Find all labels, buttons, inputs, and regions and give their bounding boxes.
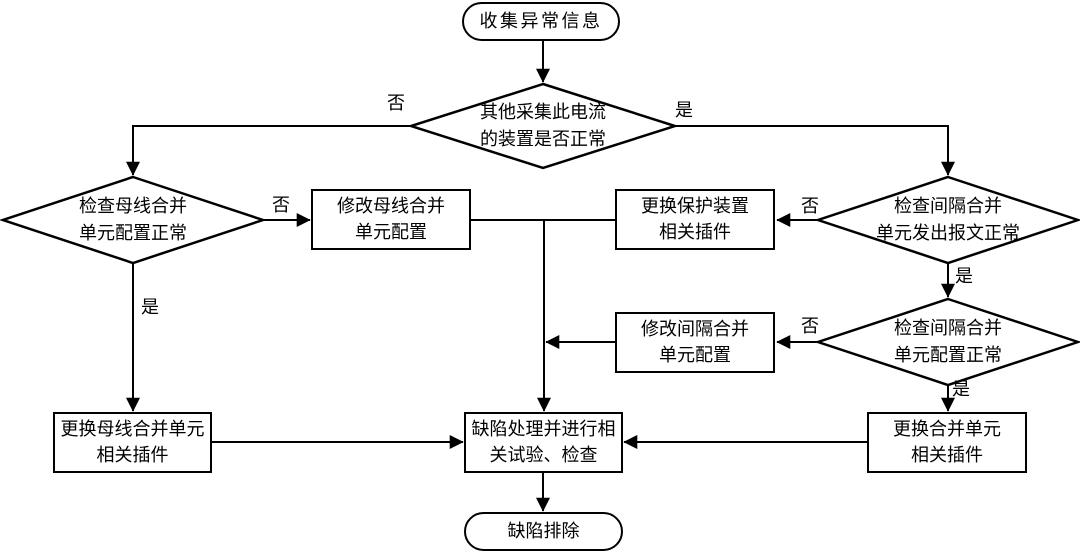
end-terminator: 缺陷排除 [464, 512, 623, 551]
edge-label-yes-3: 是 [955, 266, 973, 287]
edge-label-yes-1: 是 [675, 100, 693, 121]
process-modify-bus-mu-config: 修改母线合并 单元配置 [311, 189, 471, 250]
edge-label-no-1: 否 [387, 93, 405, 114]
decision-other-devices-shape [406, 82, 680, 170]
edge-label-yes-2: 是 [141, 297, 159, 318]
decision-bay-mu-message-label: 检查间隔合并 单元发出报文正常 [876, 196, 1020, 244]
decision-bay-mu-config-label: 检查间隔合并 单元配置正常 [894, 318, 1002, 366]
process-modify-bay-mu-config: 修改间隔合并 单元配置 [615, 312, 775, 373]
edge-label-yes-4: 是 [952, 379, 970, 400]
process-replace-bus-mu-plugin: 更换母线合并单元 相关插件 [53, 412, 212, 473]
edge-d1-yes-to-d3 [675, 125, 955, 176]
process-replace-mu-plugin: 更换合并单元 相关插件 [867, 412, 1027, 473]
edge-label-no-4: 否 [801, 316, 819, 337]
decision-bus-mu-config-label: 检查母线合并 单元配置正常 [79, 196, 187, 244]
edge-label-no-2: 否 [272, 195, 290, 216]
process-replace-protection-plugin: 更换保护装置 相关插件 [615, 189, 775, 250]
edge-d1-no-to-d2 [126, 125, 411, 176]
start-terminator: 收集异常信息 [462, 2, 620, 41]
process-defect-handling: 缺陷处理并进行相 关试验、检查 [464, 412, 623, 473]
edge-label-no-3: 否 [801, 196, 819, 217]
decision-other-devices-label: 其他采集此电流 的装置是否正常 [480, 102, 606, 150]
